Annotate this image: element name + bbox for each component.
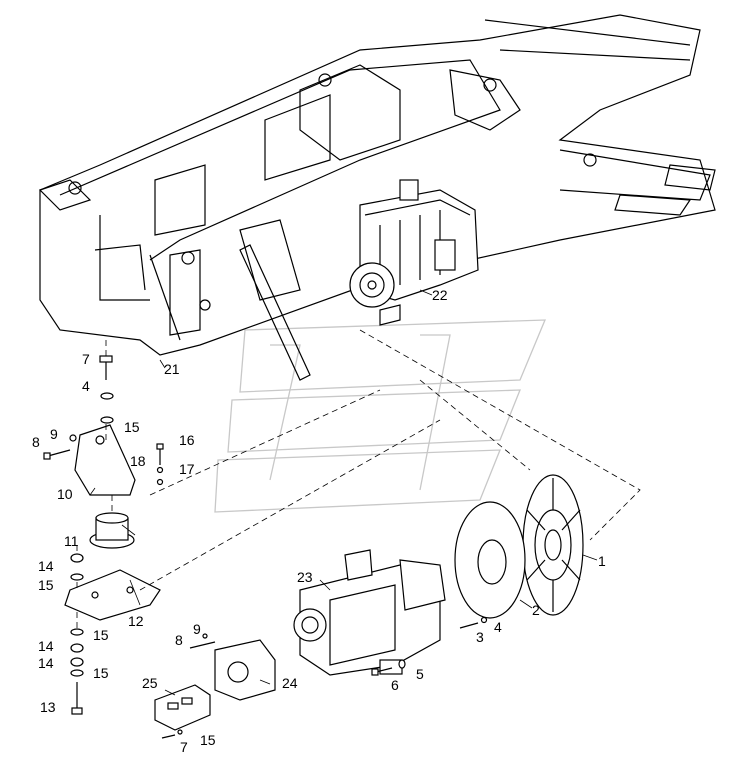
callout-17: 17 [179,461,195,477]
callout-7: 7 [180,739,188,755]
callout-24: 24 [282,675,298,691]
callout-21: 21 [164,361,180,377]
main-frame [38,14,716,381]
washer-15-cover [177,729,183,735]
washer-4-top [100,392,114,400]
washer-15-top [100,416,114,424]
washer-4-flex [480,616,488,624]
washer-15-c [70,669,84,677]
auxiliary-pump [214,639,276,701]
callout-6: 6 [391,677,399,693]
washer-15-a [70,573,84,581]
bolt-13 [71,682,83,715]
callout-16: 16 [179,432,195,448]
callout-8: 8 [32,434,40,450]
flex-plate [454,501,526,619]
pump-cover [154,684,211,731]
washer-5 [398,659,406,669]
callout-15: 15 [93,665,109,681]
callout-23: 23 [297,569,313,585]
callout-1: 1 [598,553,606,569]
callout-2: 2 [532,602,540,618]
leader-lines [89,289,598,696]
callout-15: 15 [93,627,109,643]
bolt-16 [156,443,164,465]
hydraulic-pump [293,549,446,676]
flywheel-housing [522,474,584,616]
callout-15: 15 [124,419,140,435]
washer-9-bracket [69,434,77,442]
assembly-lines [76,329,641,628]
bolt-3 [459,622,479,629]
washer-9-aux [202,633,208,639]
callout-12: 12 [128,613,144,629]
callout-7: 7 [82,351,90,367]
washer-15-b [70,628,84,636]
bolt-7-top [99,355,113,380]
callout-14: 14 [38,638,54,654]
callout-15: 15 [200,732,216,748]
callout-5: 5 [416,666,424,682]
callout-9: 9 [193,621,201,637]
nut-14-a [70,553,84,563]
washer-17 [156,478,164,486]
callout-22: 22 [432,287,448,303]
bolt-6 [371,667,393,676]
callout-3: 3 [476,629,484,645]
callout-14: 14 [38,655,54,671]
callout-18: 18 [130,453,146,469]
bolt-8-aux [189,641,216,649]
watermark-logo [214,319,546,513]
mount-bracket [74,424,136,496]
callout-25: 25 [142,675,158,691]
callout-9: 9 [50,426,58,442]
callout-8: 8 [175,632,183,648]
callout-4: 4 [494,619,502,635]
callout-labels: 1 2 3 4 4 5 6 7 7 8 8 9 9 10 11 12 13 14… [32,287,606,755]
callout-4: 4 [82,378,90,394]
nut-14-c [70,657,84,667]
callout-10: 10 [57,486,73,502]
bolt-8-bracket [43,449,71,460]
nut-14-b [70,643,84,653]
bolt-7-cover [161,734,176,739]
mount-plate [64,569,161,621]
engine-assembly [349,179,479,326]
callout-15: 15 [38,577,54,593]
rubber-mount [89,512,135,549]
callout-11: 11 [64,533,79,549]
washer-18 [156,466,164,474]
callout-13: 13 [40,699,56,715]
callout-14: 14 [38,558,54,574]
